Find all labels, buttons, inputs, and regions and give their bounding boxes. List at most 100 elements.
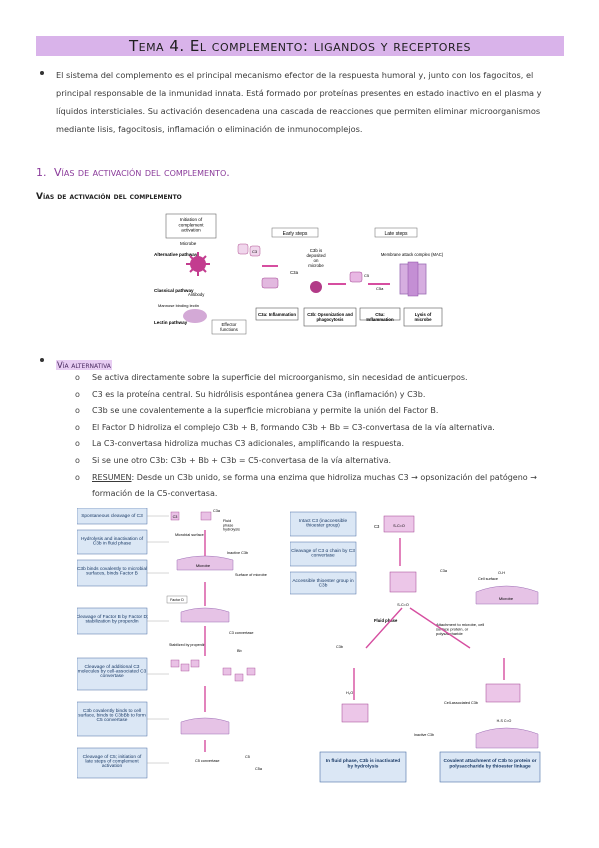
intro-text: El sistema del complemento es el princip… <box>56 70 542 134</box>
fig1-c3b-box <box>303 307 357 327</box>
fig2r-hsco: H-S C=O <box>497 719 512 723</box>
fig1-c5a: C5a <box>376 286 384 291</box>
fig2r-h2o: H₂O <box>346 691 353 695</box>
fig2-c3: C3 <box>173 515 178 519</box>
fig1-late: Late steps <box>384 231 408 237</box>
fig2-c3-convertase: C3 convertase <box>229 631 253 635</box>
fig1-c5: C5 <box>364 273 370 278</box>
fig1-lysis-box <box>403 307 443 327</box>
right-box <box>290 541 357 567</box>
fig1-initiation-box <box>165 213 217 239</box>
via-alternativa-heading: Vía alternativa <box>40 353 112 372</box>
intro-paragraph: El sistema del complemento es el princip… <box>40 66 556 138</box>
section-title: Vías de activación del complemento. <box>54 166 230 179</box>
fig1-mannose: Mannose binding lectin <box>158 303 199 308</box>
fig2r-bottom-right: Covalent attachment of C3b to protein or… <box>443 758 536 770</box>
fig1-alternative: Alternative pathway <box>154 252 198 257</box>
fig2r-oh: O-H <box>498 571 505 575</box>
via-alternativa-label: Vía alternativa <box>56 360 112 370</box>
fig2r-thioester: S-C=O <box>393 524 405 528</box>
fig1-c3a-box <box>255 307 299 321</box>
fig2r-microbe: Microbe <box>499 596 514 601</box>
fig1-lectin: Lectin pathway <box>154 320 188 325</box>
fig1-lectin-shape <box>183 309 207 323</box>
fig1-classical: Classical pathway <box>154 288 194 293</box>
fig1-microbe: Microbe <box>180 241 197 246</box>
section-heading: 1. Vías de activación del complemento. <box>36 166 230 179</box>
step-box <box>77 701 148 737</box>
fig1-early: Early steps <box>283 231 308 237</box>
step-box <box>77 559 148 587</box>
fig1-box-c5a: C5a:Inflammation <box>366 312 394 322</box>
fig2-c5-convertase: C5 convertase <box>195 759 219 763</box>
fig2r-cell-surface: Cell surface <box>478 577 498 581</box>
title-bar: Tema 4. El complemento: ligandos y recep… <box>36 36 564 56</box>
fig1-early-box <box>271 227 319 238</box>
step-box <box>77 607 148 635</box>
step-4: Cleavage of Factor B by Factor D;stabili… <box>77 614 148 625</box>
fig2r-c3b: C3b <box>336 645 343 649</box>
fig2-c5: C5 <box>245 755 250 759</box>
fig2r-fluid-phase: Fluid phase <box>374 618 398 623</box>
bottom-left-box <box>319 751 407 783</box>
fig2r-cell-associated: Cell-associated C3b <box>444 701 478 705</box>
fig2-c5a: C5a <box>255 767 263 771</box>
right-box <box>290 571 357 595</box>
fig2-microbe: Microbe <box>196 563 211 568</box>
fig1-effector-box <box>211 319 247 335</box>
page-title: Tema 4. El complemento: ligandos y recep… <box>128 37 472 55</box>
fig2r-sco: S-C=O <box>397 603 409 607</box>
right-box <box>290 511 357 537</box>
bottom-right-box <box>439 751 541 783</box>
fig1-mac: Membrane attack complex (MAC) <box>381 252 444 257</box>
step-1: Spontaneous cleavage of C3 <box>81 513 143 519</box>
bullet-dot <box>40 358 44 362</box>
fig1-deposit-microbe <box>310 281 322 293</box>
bullet-dot <box>40 71 44 75</box>
fig2-stabilized: Stabilized by properdin <box>169 643 206 647</box>
fig2-factor-d: Factor D <box>170 598 184 602</box>
step-box <box>77 657 148 691</box>
fig2-bb: Bb <box>237 649 242 653</box>
step-box <box>77 747 148 779</box>
fig1-box-c3a: C3a: Inflammation <box>258 312 296 317</box>
fig1-c5a-box <box>359 307 401 321</box>
fig2-surface-of-microbe: Surface of microbe <box>235 573 267 577</box>
fig2-microbial-surface: Microbial surface <box>175 533 204 537</box>
section-number: 1. <box>36 166 47 179</box>
fig2-c3a: C3a <box>213 509 221 513</box>
fig1-c3a: C3a <box>290 270 299 275</box>
fig2r-inactive: Inactive C3b <box>414 733 434 737</box>
fig2r-c3: C3 <box>374 524 380 529</box>
fig2-microbe-surface-shape <box>176 555 234 571</box>
summary-lead: RESUMEN <box>92 472 132 482</box>
fig1-antibody: Antibody <box>188 292 205 297</box>
figure-subheading: Vías de activación del complemento <box>36 192 182 202</box>
fig2r-c3a: C3a <box>440 569 448 573</box>
fig1-c3: C3 <box>252 249 258 254</box>
alternative-pathway-figure: Spontaneous cleavage of C3 Hydrolysis an… <box>77 508 267 779</box>
